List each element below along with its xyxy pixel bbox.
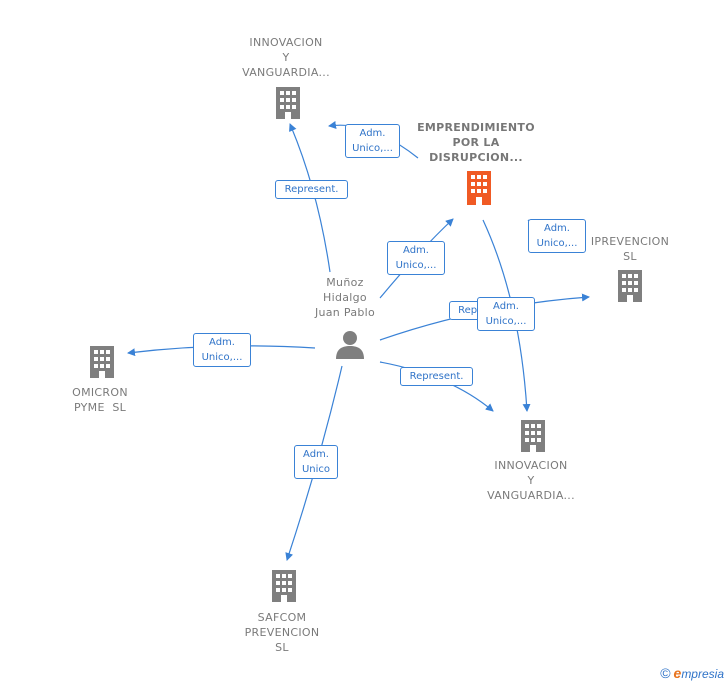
copyright-icon: ©	[660, 665, 671, 681]
edge-label-adm-iprevencion-top[interactable]: Adm. Unico,...	[528, 219, 586, 253]
brand-logo-letter: e	[673, 665, 682, 681]
edge-label-adm-safcom[interactable]: Adm. Unico	[294, 445, 338, 479]
node-label-center[interactable]: EMPRENDIMIENTO POR LA DISRUPCION...	[417, 121, 535, 164]
edge-label-adm-center[interactable]: Adm. Unico,...	[387, 241, 445, 275]
edge-label-represent-bottom[interactable]: Represent.	[400, 367, 473, 386]
edge-label-represent-top[interactable]: Represent.	[275, 180, 348, 199]
edge-label-adm-omicron[interactable]: Adm. Unico,...	[193, 333, 251, 367]
node-label-safcom[interactable]: SAFCOM PREVENCION SL	[244, 611, 320, 654]
copyright-brand: ©empresia	[660, 665, 724, 681]
person-icon[interactable]	[334, 328, 366, 360]
node-label-iprevencion[interactable]: IPREVENCION SL	[590, 235, 670, 263]
node-label-omicron[interactable]: OMICRON PYME SL	[72, 386, 128, 414]
building-icon-main[interactable]	[463, 170, 495, 206]
node-label-innovacion-top[interactable]: INNOVACION Y VANGUARDIA...	[242, 36, 330, 79]
building-icon[interactable]	[268, 569, 300, 603]
building-icon[interactable]	[86, 345, 118, 379]
brand-logo-text: mpresia	[681, 667, 724, 681]
node-label-innovacion-bottom[interactable]: INNOVACION Y VANGUARDIA...	[487, 459, 575, 502]
building-icon[interactable]	[517, 419, 549, 453]
edge-label-adm-innovacion-top[interactable]: Adm. Unico,...	[345, 124, 400, 158]
edge-label-adm-iprevencion-mid[interactable]: Adm. Unico,...	[477, 297, 535, 331]
node-label-person[interactable]: Muñoz Hidalgo Juan Pablo	[314, 276, 376, 319]
building-icon[interactable]	[272, 86, 304, 120]
building-icon[interactable]	[614, 269, 646, 303]
